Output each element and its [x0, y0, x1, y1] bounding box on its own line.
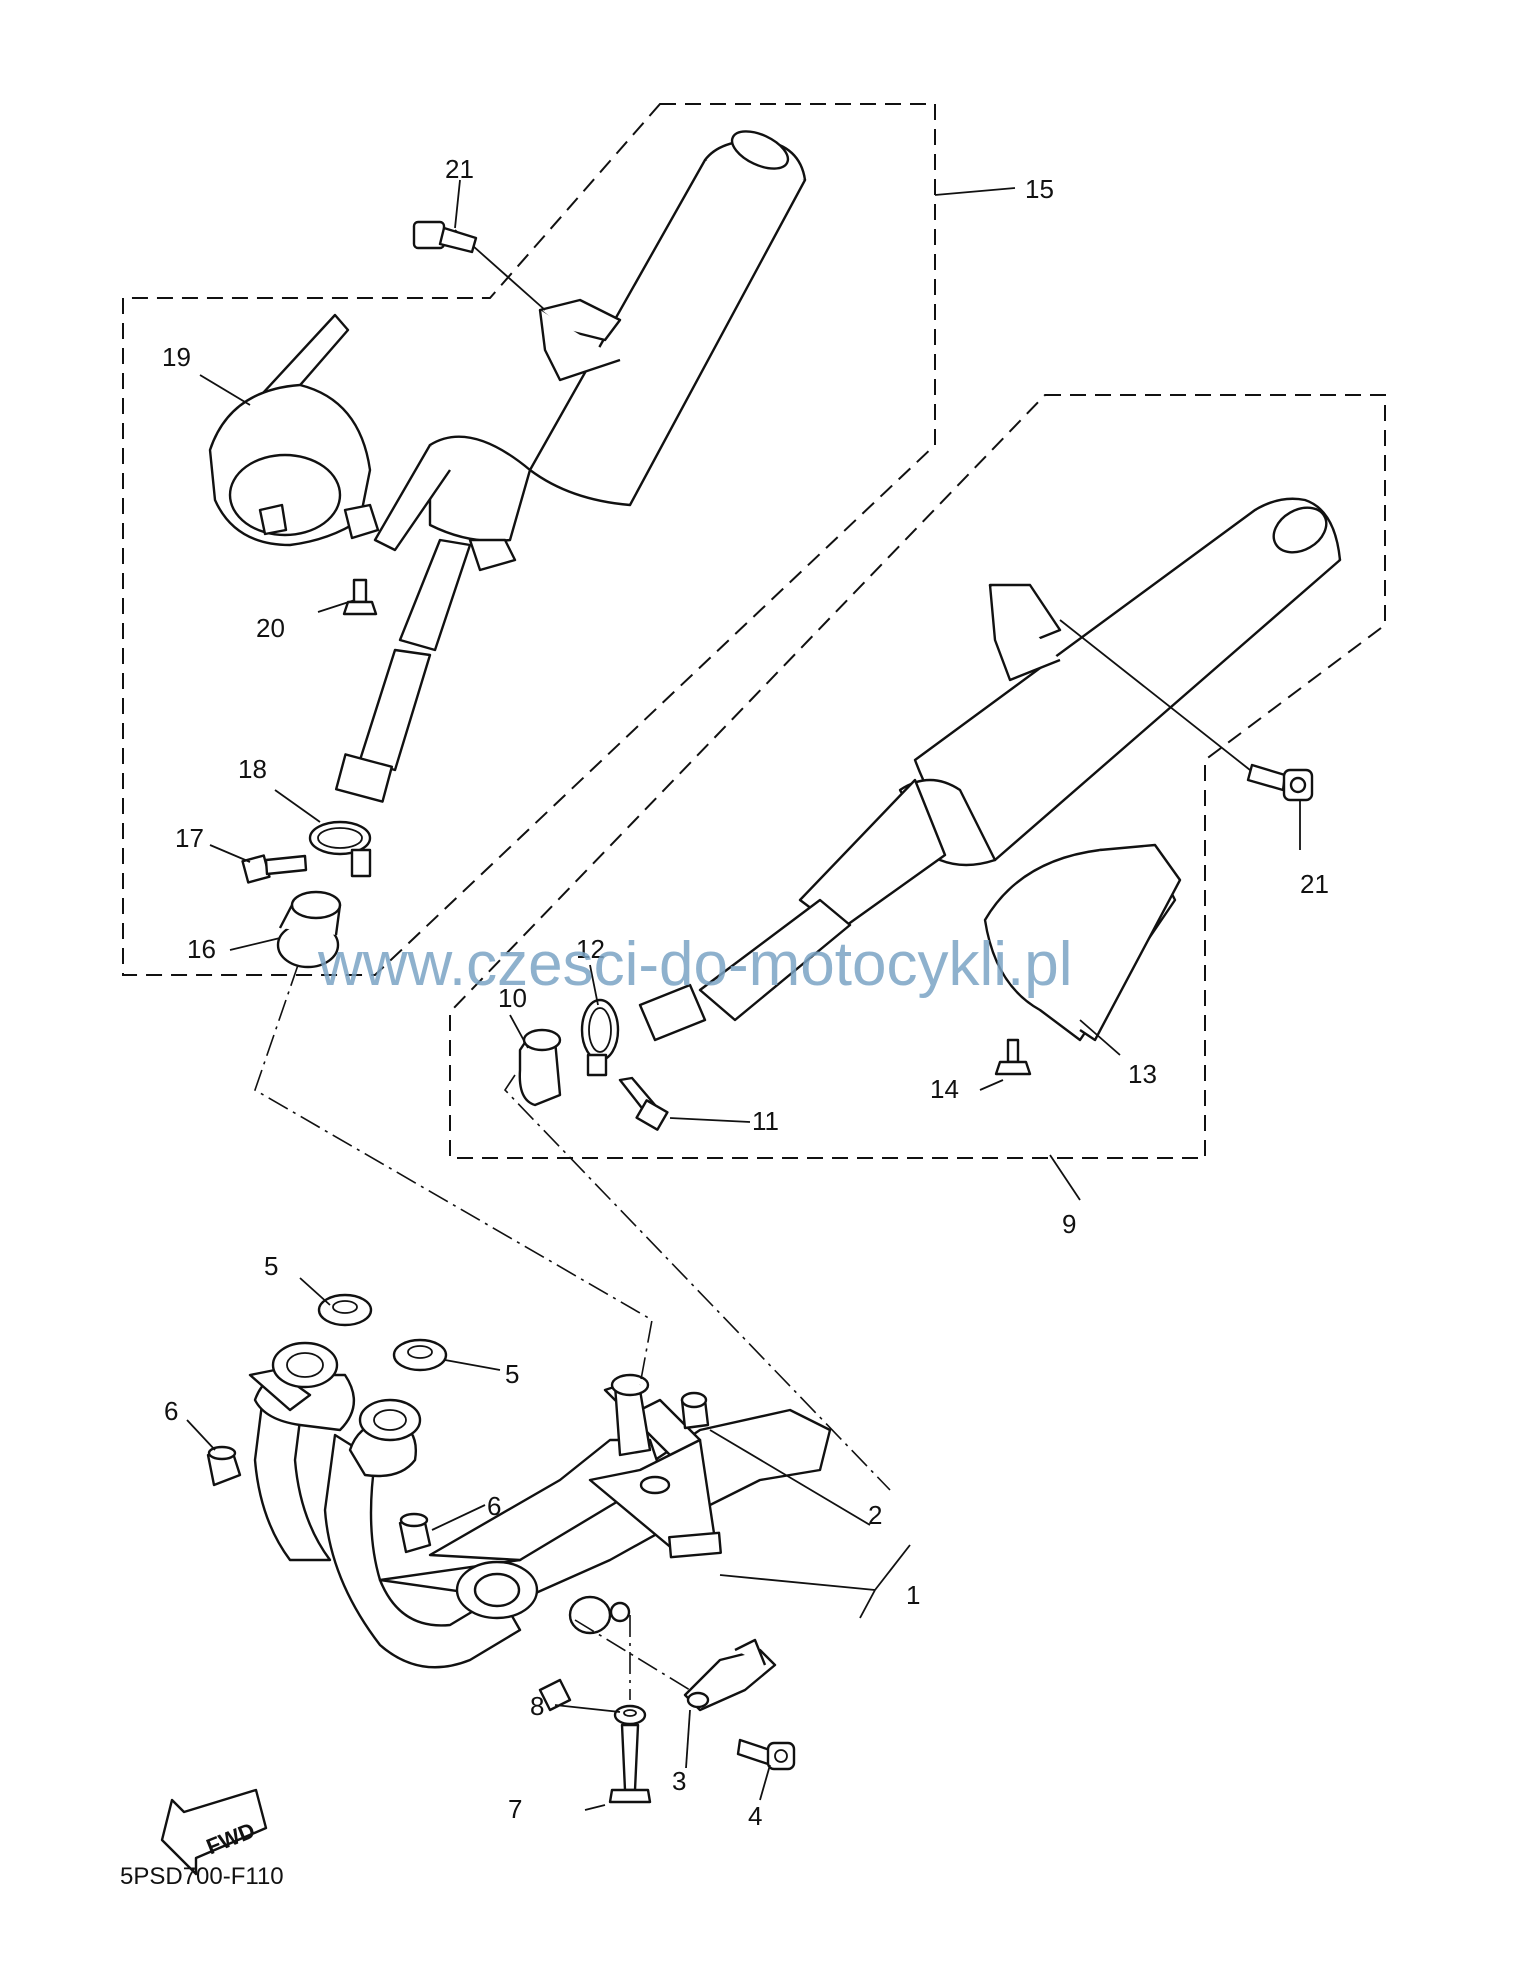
callout-6-a: 6	[164, 1396, 178, 1426]
callout-9: 9	[1062, 1209, 1076, 1239]
heat-shield-upper	[208, 313, 380, 547]
callout-15: 15	[1025, 174, 1054, 204]
gasket-16	[276, 890, 342, 969]
callout-5-a: 5	[264, 1251, 278, 1281]
callout-7: 7	[508, 1794, 522, 1824]
callout-14: 14	[930, 1074, 959, 1104]
washer-8	[613, 1704, 647, 1726]
callout-1: 1	[906, 1580, 920, 1610]
gasket-10	[518, 1028, 562, 1107]
callout-13: 13	[1128, 1059, 1157, 1089]
bracket-3	[683, 1638, 777, 1712]
callout-21-a: 21	[445, 154, 474, 184]
leader-lines	[186, 179, 1301, 1811]
assembly-outline-9	[449, 394, 1386, 1159]
exhaust-pipe-assembly	[248, 1341, 832, 1712]
callout-20: 20	[256, 613, 285, 643]
callout-19: 19	[162, 342, 191, 372]
callout-21-b: 21	[1300, 869, 1329, 899]
assembly-outline-15	[122, 103, 936, 976]
heat-shield-lower	[983, 843, 1182, 1042]
nut-6-b	[398, 1512, 432, 1554]
callout-3: 3	[672, 1766, 686, 1796]
damper-2	[680, 1391, 710, 1430]
bolt-20	[342, 578, 378, 616]
bolt-11	[618, 1076, 669, 1131]
callout-10: 10	[498, 983, 527, 1013]
bolt-14	[994, 1038, 1032, 1076]
callout-6-b: 6	[487, 1491, 501, 1521]
bolt-7	[608, 1723, 652, 1804]
callout-4: 4	[748, 1801, 762, 1831]
callout-12: 12	[576, 934, 605, 964]
connection-lines	[254, 964, 891, 1700]
clamp-18	[308, 820, 372, 878]
callout-5-b: 5	[505, 1359, 519, 1389]
nut-6-a	[206, 1445, 242, 1487]
callout-17: 17	[175, 823, 204, 853]
gasket-5-b	[392, 1338, 448, 1372]
diagram-code: 5PSD700-F110	[120, 1863, 284, 1890]
callout-2: 2	[868, 1500, 882, 1530]
bolt-17	[241, 854, 308, 884]
bolt-4	[736, 1738, 796, 1771]
muffler-lower	[638, 497, 1342, 1042]
bolt-21-lower	[1246, 763, 1314, 802]
clamp-12	[580, 998, 620, 1077]
callout-11: 11	[752, 1106, 779, 1136]
callout-16: 16	[187, 934, 216, 964]
callout-8: 8	[530, 1691, 544, 1721]
watermark: www.czesci-do-motocykli.pl	[317, 930, 1073, 999]
bolt-21-upper	[412, 220, 478, 254]
callout-18: 18	[238, 754, 267, 784]
fwd-arrow: FWD	[160, 1788, 268, 1876]
gasket-5-a	[317, 1293, 373, 1327]
muffler-upper	[334, 130, 807, 803]
